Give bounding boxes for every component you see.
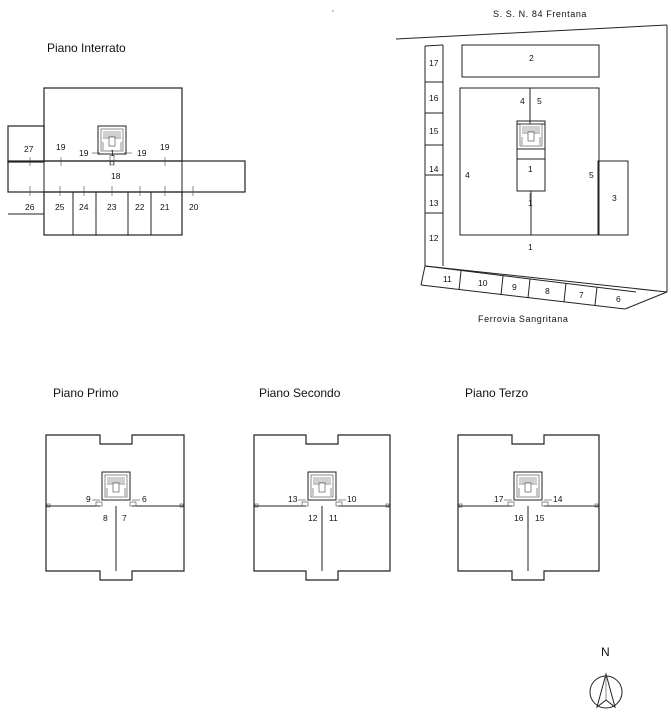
site-plan <box>395 24 668 310</box>
site-core-1-a: 1 <box>528 164 533 174</box>
unit-11: 11 <box>329 513 338 523</box>
unit-19-a: 19 <box>56 142 66 152</box>
garage-24: 24 <box>79 202 89 212</box>
site-8: 8 <box>545 286 550 296</box>
unit-1-basement: 1 <box>110 148 115 158</box>
unit-15: 15 <box>535 513 545 523</box>
title-piano-interrato: Piano Interrato <box>47 41 126 55</box>
floor-plan-primo <box>45 434 185 581</box>
site-15: 15 <box>429 126 439 136</box>
title-piano-secondo: Piano Secondo <box>259 386 341 400</box>
site-9: 9 <box>512 282 517 292</box>
site-wing-5: 5 <box>589 170 594 180</box>
site-block-2: 2 <box>529 53 534 63</box>
title-piano-terzo: Piano Terzo <box>465 386 528 400</box>
unit-13: 13 <box>288 494 298 504</box>
garage-21: 21 <box>160 202 170 212</box>
site-16: 16 <box>429 93 439 103</box>
unit-14: 14 <box>553 494 563 504</box>
site-5-top: 5 <box>537 96 542 106</box>
unit-16: 16 <box>514 513 524 523</box>
unit-9: 9 <box>86 494 91 504</box>
basement-plan <box>7 87 246 236</box>
site-14: 14 <box>429 164 439 174</box>
site-core-1-c: 1 <box>528 242 533 252</box>
unit-19-d: 19 <box>160 142 170 152</box>
north-arrow-icon <box>589 672 623 709</box>
site-6: 6 <box>616 294 621 304</box>
garage-26: 26 <box>25 202 35 212</box>
unit-6: 6 <box>142 494 147 504</box>
corridor-18: 18 <box>111 171 121 181</box>
garage-25: 25 <box>55 202 65 212</box>
unit-8: 8 <box>103 513 108 523</box>
title-piano-primo: Piano Primo <box>53 386 119 400</box>
unit-19-c: 19 <box>137 148 147 158</box>
unit-7: 7 <box>122 513 127 523</box>
site-17: 17 <box>429 58 439 68</box>
unit-17: 17 <box>494 494 504 504</box>
site-11: 11 <box>443 274 452 284</box>
site-7: 7 <box>579 290 584 300</box>
unit-19-b: 19 <box>79 148 89 158</box>
garage-23: 23 <box>107 202 117 212</box>
north-label: N <box>601 645 610 659</box>
site-wing-4: 4 <box>465 170 470 180</box>
floor-plan-secondo <box>253 434 391 581</box>
unit-10: 10 <box>347 494 357 504</box>
site-10: 10 <box>478 278 488 288</box>
unit-27: 27 <box>24 144 34 154</box>
site-block-3: 3 <box>612 193 617 203</box>
site-core-1-b: 1 <box>528 198 533 208</box>
road-south-label: Ferrovia Sangritana <box>478 314 568 324</box>
site-4-top: 4 <box>520 96 525 106</box>
garage-20: 20 <box>189 202 199 212</box>
garage-22: 22 <box>135 202 145 212</box>
unit-12: 12 <box>308 513 318 523</box>
site-13: 13 <box>429 198 439 208</box>
site-12: 12 <box>429 233 439 243</box>
road-north-label: S. S. N. 84 Frentana <box>493 9 587 19</box>
floor-plan-terzo <box>457 434 600 581</box>
